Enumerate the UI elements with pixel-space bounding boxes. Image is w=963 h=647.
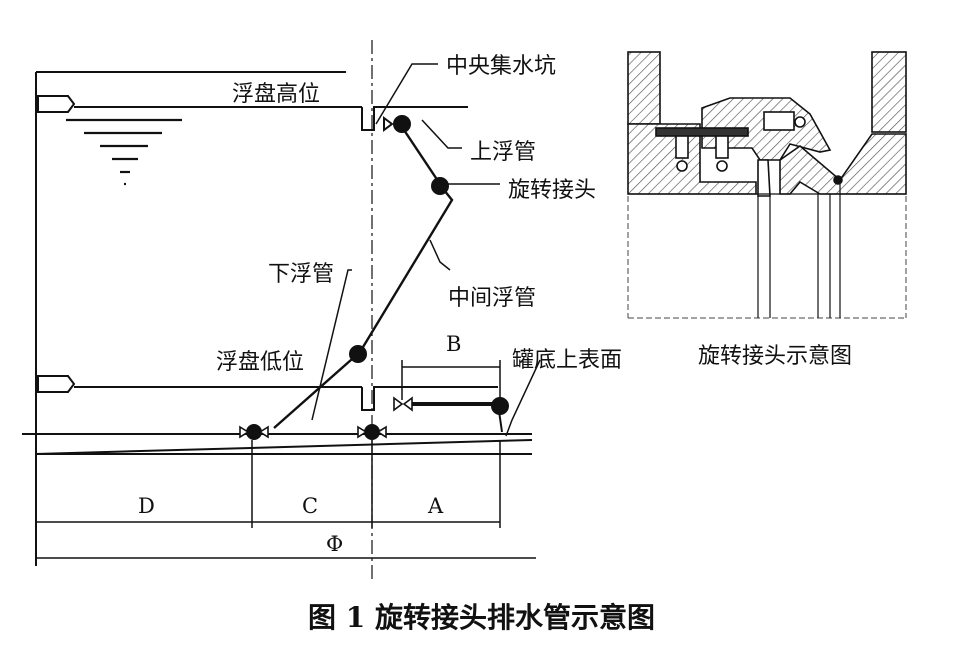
dimension-phi-label: Φ [326, 532, 344, 556]
tank-bottom-label: 罐底上表面 [512, 348, 623, 373]
dimension-b-line [401, 360, 501, 400]
left-flange [627, 51, 661, 125]
weld-point [833, 175, 843, 185]
swivel-joint-middle [431, 177, 449, 195]
upper-float-pipe [399, 123, 441, 185]
detail-title-label: 旋转接头示意图 [698, 344, 853, 369]
valve-icons [239, 396, 413, 439]
swivel-detail-drawing [627, 51, 907, 319]
leader-lines [311, 63, 541, 437]
high-float-sump [361, 106, 468, 131]
swivel-joint-outlet [491, 397, 509, 415]
float-high-label: 浮盘高位 [232, 82, 321, 107]
middle-pipe-label: 中间浮管 [448, 286, 537, 311]
low-float-sump [361, 386, 498, 411]
high-float-seal [37, 95, 76, 113]
dimension-b-label: B [446, 332, 462, 356]
lower-pipe-label: 下浮管 [268, 262, 335, 287]
dimension-lines [36, 440, 536, 559]
right-flange [871, 51, 907, 133]
bolt-icons [675, 111, 806, 172]
upper-pipe-label: 上浮管 [470, 140, 537, 165]
sump-label: 中央集水坑 [446, 54, 557, 79]
dimension-d-label: D [138, 494, 155, 518]
joint-valve-top [383, 116, 394, 132]
swivel-joint-lower [349, 345, 367, 363]
bearing-block [655, 127, 749, 137]
dimension-c-label: C [302, 494, 319, 518]
tank-diagram [22, 40, 541, 580]
middle-float-pipe [358, 189, 454, 353]
figure-caption: 图 1 旋转接头排水管示意图 [308, 601, 655, 634]
low-float-seal [37, 375, 76, 393]
dimension-a-label: A [428, 494, 444, 518]
float-low-label: 浮盘低位 [216, 350, 305, 375]
swivel-label: 旋转接头 [508, 178, 597, 203]
swivel-joint-top [393, 115, 411, 133]
seal-ring [757, 159, 771, 197]
bottom-line-slope [35, 439, 533, 455]
liquid-level-icon [66, 118, 182, 186]
lower-float-pipe [273, 351, 361, 429]
bore-lines [628, 184, 906, 318]
